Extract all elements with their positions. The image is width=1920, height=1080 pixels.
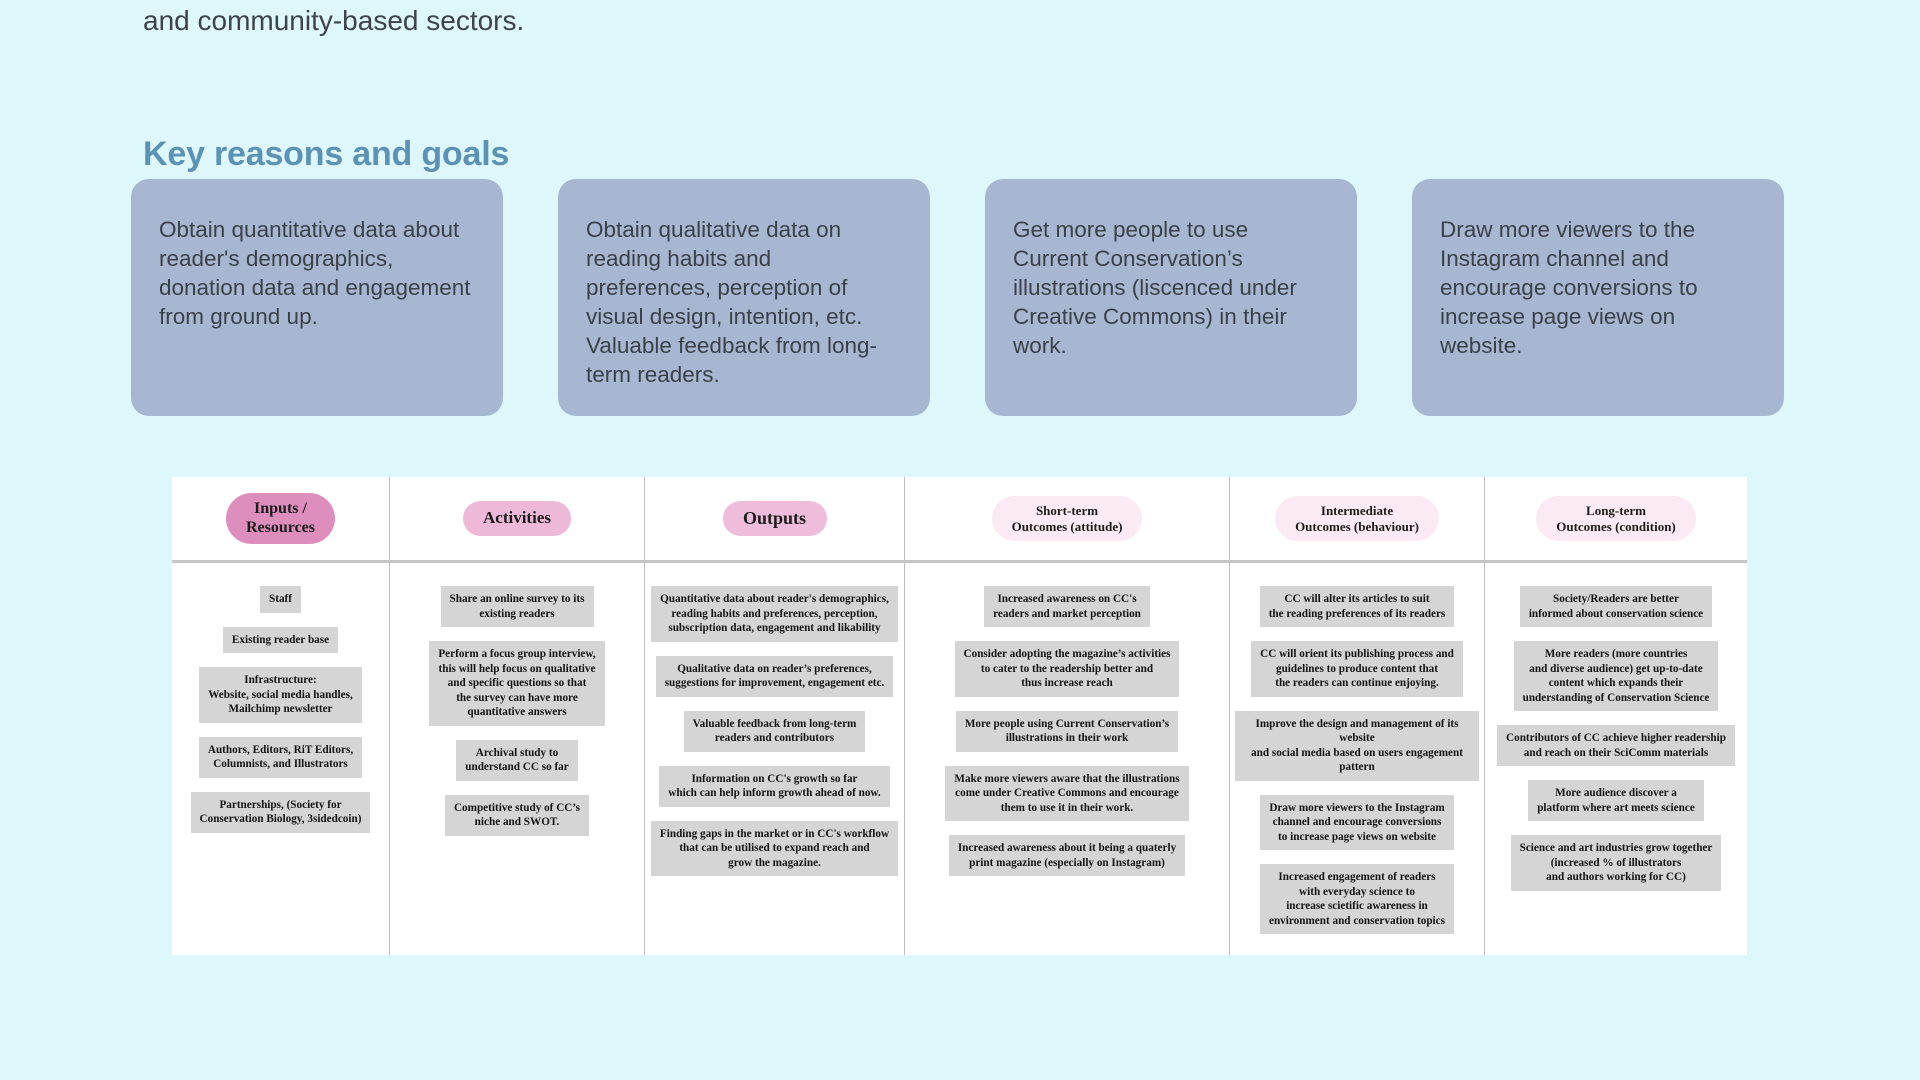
note-card: Make more viewers aware that the illustr…	[945, 765, 1189, 821]
note-card: CC will alter its articles to suit the r…	[1259, 586, 1455, 627]
note-card: Increased engagement of readers with eve…	[1259, 864, 1454, 934]
column-chip-intermediate-outcomes: Intermediate Outcomes (behaviour)	[1275, 496, 1439, 541]
column-chip-inputs-resources: Inputs / Resources	[225, 492, 336, 545]
note-card: Increased awareness on CC's readers and …	[984, 586, 1150, 627]
goal-card: Get more people to use Current Conservat…	[985, 179, 1357, 416]
column-chip-short-term-outcomes: Short-term Outcomes (attitude)	[991, 496, 1143, 541]
note-card: More people using Current Conservation’s…	[955, 710, 1179, 752]
column-header: Short-term Outcomes (attitude)	[905, 477, 1229, 560]
column-body: CC will alter its articles to suit the r…	[1230, 560, 1484, 948]
note-card: Existing reader base	[222, 626, 339, 653]
note-card: Perform a focus group interview, this wi…	[429, 641, 605, 726]
column-header: Intermediate Outcomes (behaviour)	[1230, 477, 1484, 560]
note-card: Staff	[260, 586, 301, 613]
goal-card: Obtain quantitative data about reader's …	[131, 179, 503, 416]
note-card: Archival study to understand CC so far	[456, 739, 578, 781]
column-header: Long-term Outcomes (condition)	[1485, 477, 1747, 560]
column-header: Outputs	[645, 477, 904, 560]
column-header: Inputs / Resources	[172, 477, 389, 560]
column-body: Society/Readers are better informed abou…	[1485, 560, 1747, 905]
header-divider	[172, 560, 1747, 563]
note-card: Increased awareness about it being a qua…	[948, 835, 1186, 876]
goal-cards-row: Obtain quantitative data about reader's …	[131, 179, 1797, 416]
column-body: Staff Existing reader base Infrastructur…	[172, 560, 389, 847]
logic-model-grid: Inputs / Resources Staff Existing reader…	[172, 477, 1747, 955]
note-card: Science and art industries grow together…	[1510, 835, 1722, 891]
logic-column-intermediate-outcomes: Intermediate Outcomes (behaviour) CC wil…	[1230, 477, 1485, 955]
logic-column-activities: Activities Share an online survey to its…	[390, 477, 645, 955]
note-card: Draw more viewers to the Instagram chann…	[1260, 794, 1454, 850]
column-header: Activities	[390, 477, 644, 560]
note-card: Competitive study of CC’s niche and SWOT…	[444, 794, 590, 836]
column-body: Quantitative data about reader's demogra…	[645, 560, 904, 890]
note-card: CC will orient its publishing process an…	[1251, 641, 1463, 697]
logic-column-inputs-resources: Inputs / Resources Staff Existing reader…	[172, 477, 390, 955]
note-card: Finding gaps in the market or in CC's wo…	[650, 820, 899, 876]
note-card: Authors, Editors, RiT Editors, Columnist…	[198, 736, 363, 778]
logic-column-long-term-outcomes: Long-term Outcomes (condition) Society/R…	[1485, 477, 1747, 955]
note-card: Partnerships, (Society for Conservation …	[190, 791, 371, 833]
goal-card: Obtain qualitative data on reading habit…	[558, 179, 930, 416]
column-chip-activities: Activities	[463, 501, 571, 536]
note-card: Share an online survey to its existing r…	[440, 586, 594, 627]
column-body: Increased awareness on CC's readers and …	[905, 560, 1229, 890]
note-card: More audience discover a platform where …	[1528, 780, 1704, 821]
note-card: Society/Readers are better informed abou…	[1519, 586, 1713, 627]
column-chip-long-term-outcomes: Long-term Outcomes (condition)	[1536, 496, 1696, 541]
column-chip-outputs: Outputs	[722, 500, 827, 537]
note-card: Contributors of CC achieve higher reader…	[1497, 725, 1735, 766]
note-card: Qualitative data on reader’s preferences…	[655, 655, 894, 697]
note-card: Information on CC's growth so far which …	[659, 765, 890, 807]
intro-paragraph-tail: and community-based sectors.	[143, 5, 525, 36]
column-body: Share an online survey to its existing r…	[390, 560, 644, 850]
note-card: More readers (more countries and diverse…	[1513, 641, 1719, 711]
logic-model-panel: Inputs / Resources Staff Existing reader…	[172, 477, 1747, 955]
note-card: Improve the design and management of its…	[1235, 710, 1479, 781]
logic-column-short-term-outcomes: Short-term Outcomes (attitude) Increased…	[905, 477, 1230, 955]
note-card: Consider adopting the magazine’s activit…	[954, 641, 1180, 697]
note-card: Infrastructure: Website, social media ha…	[199, 667, 362, 723]
note-card: Quantitative data about reader's demogra…	[651, 586, 898, 642]
note-card: Valuable feedback from long-term readers…	[683, 710, 866, 752]
logic-column-outputs: Outputs Quantitative data about reader's…	[645, 477, 905, 955]
goal-card: Draw more viewers to the Instagram chann…	[1412, 179, 1784, 416]
page-title: Key reasons and goals	[143, 135, 510, 174]
